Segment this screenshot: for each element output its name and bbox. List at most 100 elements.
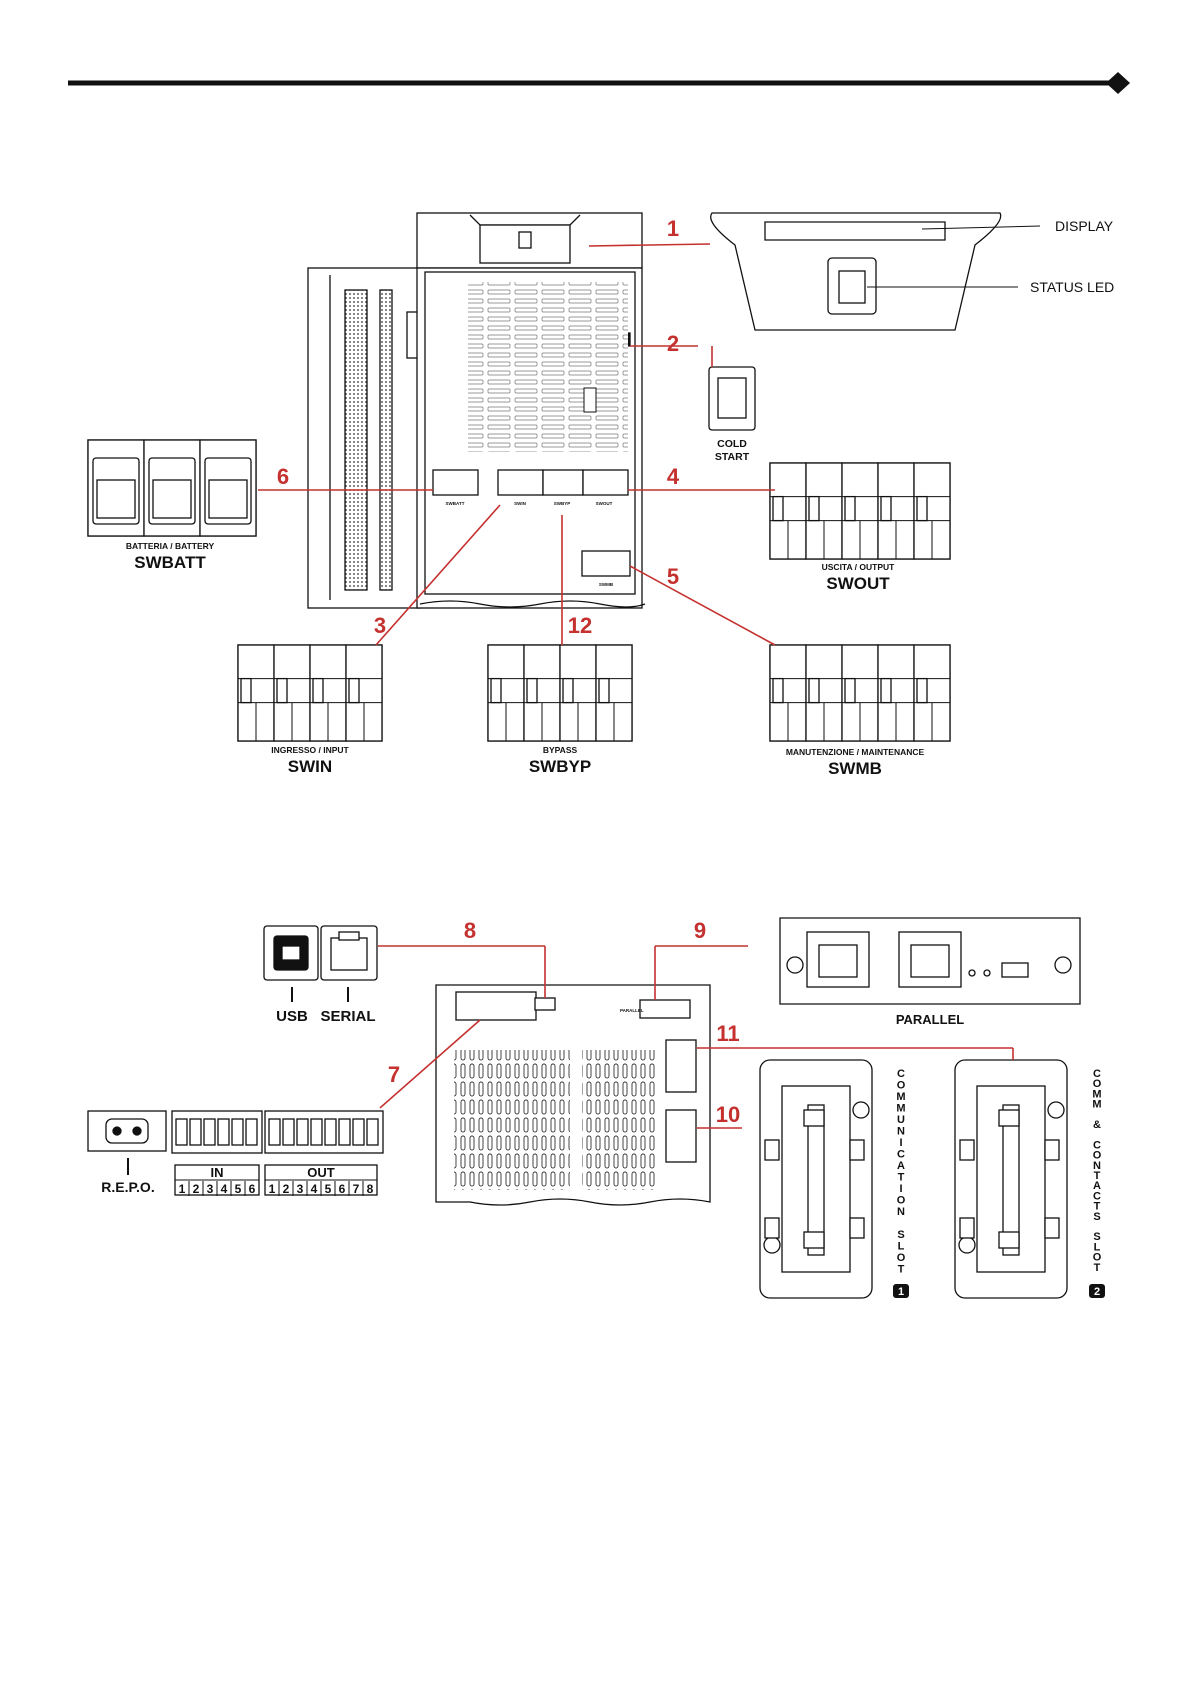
repo-connector [87,1110,167,1152]
caption-swin-main: SWIN [288,757,332,776]
terminal-slot [203,1118,216,1146]
switch-block-swin [237,644,383,742]
switch-block-swbatt [87,439,257,537]
caption-swout-sub: USCITA / OUTPUT [822,562,896,572]
switch-toggle [808,677,820,704]
callout-12: 12 [568,613,592,638]
switch-lever-face [208,479,248,519]
callout-6: 6 [277,464,289,489]
callout-8: 8 [464,918,476,943]
slot-clip [998,1109,1020,1127]
switch-toggle [240,677,252,704]
pin-number: 5 [235,1182,242,1196]
switch-toggle [312,677,324,704]
terminal-slot [231,1118,244,1146]
slot-label-letter: C [1093,1139,1101,1151]
pin-number: 2 [283,1182,290,1196]
slot-clip [803,1109,825,1127]
slot-label-letter: C [897,1149,905,1161]
comm-contacts-slot-2 [954,1059,1068,1299]
slot-latch [764,1217,780,1239]
slot-label-letter: N [897,1206,905,1218]
terminal-slot [217,1118,230,1146]
slot-label-letter: C [1093,1068,1101,1080]
terminal-slot [245,1118,258,1146]
callout-1: 1 [667,216,679,241]
slot-label-letter: M [896,1103,905,1115]
pin-number: 1 [269,1182,276,1196]
switch-toggle [844,677,856,704]
slot-2-number: 2 [1094,1286,1100,1298]
slot-clip [803,1231,825,1249]
parallel-card [779,917,1081,1005]
slot-label-letter: U [897,1114,905,1126]
switch-toggle [916,677,928,704]
switch-toggle [490,677,502,704]
switch-toggle [276,677,288,704]
slot-label-letter: O [1093,1252,1102,1264]
pin-number: 5 [325,1182,332,1196]
tag-swout: SWOUT [596,501,613,506]
switch-block-swout [769,462,951,560]
caption-swbatt-sub: BATTERIA / BATTERY [126,541,215,551]
pin-number: 2 [193,1182,200,1196]
switch-toggle [844,495,856,522]
panel-tags: SWBATT SWIN SWBYP SWOUT SWMB [446,501,614,587]
label-serial: SERIAL [320,1008,375,1025]
communication-slot-1 [759,1059,873,1299]
header-rule [68,72,1130,94]
caption-swbatt-main: SWBATT [134,553,206,572]
callout-3: 3 [374,613,386,638]
rear-vent-left [454,1050,570,1190]
switch-lever-face [96,479,136,519]
slot-latch [959,1139,975,1161]
pin-number: 8 [367,1182,374,1196]
switch-toggle [348,677,360,704]
switch-toggle [808,495,820,522]
switch-toggle [880,495,892,522]
slot-label-letter: T [1094,1201,1101,1213]
slot-1-number: 1 [898,1286,904,1298]
slot-latch [1044,1139,1060,1161]
slot-label-letter: T [898,1264,905,1276]
terminal-slot [296,1118,309,1146]
slot-clip [998,1231,1020,1249]
terminal-slot [189,1118,202,1146]
switch-toggle [598,677,610,704]
switch-block-swbyp [487,644,633,742]
callout-7: 7 [388,1062,400,1087]
leader-lines-top [258,243,776,646]
slot-label-letter: O [897,1195,906,1207]
pin-number: 4 [311,1182,318,1196]
slot-label-letter: N [1093,1160,1101,1172]
cold-start-switch [708,366,756,431]
switch-toggle [880,677,892,704]
label-status-led: STATUS LED [1030,279,1114,295]
usb-port [263,925,319,981]
switch-toggle [526,677,538,704]
terminal-slot [324,1118,337,1146]
terminal-block-in [171,1110,263,1154]
terminal-slot [338,1118,351,1146]
slot-screw [852,1101,870,1119]
slot-label-letter: T [1094,1262,1101,1274]
terminal-slot [310,1118,323,1146]
pin-number: 1 [179,1182,186,1196]
slot-latch [959,1217,975,1239]
pin-number: 6 [249,1182,256,1196]
pin-number: 6 [339,1182,346,1196]
caption-swout-main: SWOUT [826,574,890,593]
slot-screw [763,1236,781,1254]
tag-swbyp: SWBYP [554,501,571,506]
slot-label-letter: M [1092,1099,1101,1111]
switch-toggle [562,677,574,704]
slot-2-badge [1089,1284,1105,1298]
slot-label-letter: T [1094,1170,1101,1182]
front-vent-grid [468,282,628,452]
slot-label-letter: O [897,1080,906,1092]
slot-label-letter: S [1093,1231,1100,1243]
pin-number: 4 [221,1182,228,1196]
